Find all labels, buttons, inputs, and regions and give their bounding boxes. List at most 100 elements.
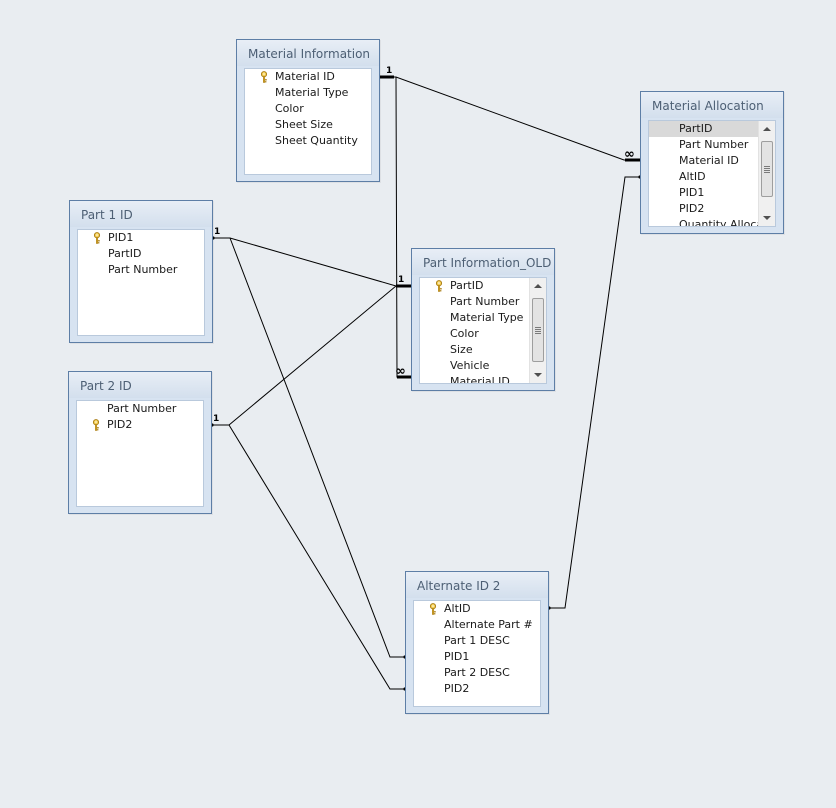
scroll-up-arrow-icon[interactable]: [759, 121, 775, 137]
field-altid[interactable]: AltID: [414, 601, 540, 617]
field-label: PartID: [108, 247, 142, 260]
field-part-2-desc[interactable]: Part 2 DESC: [414, 665, 540, 681]
field-sheet-size[interactable]: Sheet Size: [245, 117, 371, 133]
primary-key-icon: [435, 280, 445, 292]
field-altid[interactable]: AltID: [649, 169, 775, 185]
vertical-scrollbar[interactable]: [529, 278, 546, 383]
field-label: Part 1 DESC: [444, 634, 510, 647]
field-material-id[interactable]: Material ID: [420, 374, 546, 384]
field-partid[interactable]: PartID: [420, 278, 546, 294]
relationship-part1-to-alternate[interactable]: [229, 237, 405, 658]
relationship-material-to-allocation[interactable]: [380, 76, 640, 161]
field-label: Material Type: [450, 311, 524, 324]
field-pid1[interactable]: PID1: [649, 185, 775, 201]
field-part-number[interactable]: Part Number: [78, 262, 204, 278]
field-part-number[interactable]: Part Number: [420, 294, 546, 310]
field-material-type[interactable]: Material Type: [245, 85, 371, 101]
field-color[interactable]: Color: [420, 326, 546, 342]
field-vehicle[interactable]: Vehicle: [420, 358, 546, 374]
field-material-type[interactable]: Material Type: [420, 310, 546, 326]
field-partid[interactable]: PartID: [78, 246, 204, 262]
one-label: 1: [213, 414, 220, 424]
field-label: Vehicle: [450, 359, 490, 372]
field-label: Part Number: [108, 263, 178, 276]
scrollbar-thumb[interactable]: [532, 298, 544, 362]
field-pid1[interactable]: PID1: [78, 230, 204, 246]
table-title[interactable]: Material Allocation: [641, 92, 783, 118]
table-title[interactable]: Part Information_OLD: [412, 249, 554, 275]
field-material-id[interactable]: Material ID: [245, 69, 371, 85]
scrollbar-grip: [535, 331, 541, 332]
field-label: Size: [450, 343, 473, 356]
field-partid[interactable]: PartID: [649, 121, 775, 137]
field-label: Color: [275, 102, 304, 115]
scrollbar-grip: [535, 329, 541, 330]
field-label: Part Number: [679, 138, 749, 151]
relationship-part2-to-alternate[interactable]: [228, 424, 405, 690]
primary-key-icon: [260, 71, 270, 83]
vertical-scrollbar[interactable]: [758, 121, 775, 226]
field-label: PID1: [679, 186, 705, 199]
field-alternate-part[interactable]: Alternate Part #: [414, 617, 540, 633]
field-color[interactable]: Color: [245, 101, 371, 117]
scrollbar-thumb[interactable]: [761, 141, 773, 197]
field-part-number[interactable]: Part Number: [77, 401, 203, 417]
one-label: 1: [398, 275, 405, 285]
field-part-number[interactable]: Part Number: [649, 137, 775, 153]
scrollbar-grip: [764, 170, 770, 171]
table-title[interactable]: Alternate ID 2: [406, 572, 548, 598]
scroll-up-arrow-icon[interactable]: [530, 278, 546, 294]
relationship-part2-to-partinfo[interactable]: [212, 285, 397, 426]
field-label: Part Number: [107, 402, 177, 415]
many-side-marker: [397, 375, 411, 379]
field-label: PID1: [444, 650, 470, 663]
relationship-material-to-partinfo[interactable]: [395, 76, 411, 378]
scroll-down-arrow-icon[interactable]: [530, 367, 546, 383]
field-pid1[interactable]: PID1: [414, 649, 540, 665]
field-material-id[interactable]: Material ID: [649, 153, 775, 169]
field-quantity-allocat[interactable]: Quantity Allocat: [649, 217, 775, 227]
scrollbar-grip: [535, 333, 541, 334]
field-label: Sheet Size: [275, 118, 333, 131]
table-title[interactable]: Part 2 ID: [69, 372, 211, 398]
field-sheet-quantity[interactable]: Sheet Quantity: [245, 133, 371, 149]
table-alternate-id2[interactable]: Alternate ID 2 AltID Alternate Part # Part …: [405, 571, 549, 714]
field-part-1-desc[interactable]: Part 1 DESC: [414, 633, 540, 649]
field-label: Color: [450, 327, 479, 340]
one-label: 1: [386, 66, 393, 76]
table-title[interactable]: Material Information: [237, 40, 379, 66]
field-label: Material Type: [275, 86, 349, 99]
table-title[interactable]: Part 1 ID: [70, 201, 212, 227]
scroll-down-arrow-icon[interactable]: [759, 210, 775, 226]
field-label: PID2: [679, 202, 705, 215]
relationship-alternate-to-allocation[interactable]: [549, 176, 640, 609]
field-pid2[interactable]: PID2: [414, 681, 540, 697]
field-label: PartID: [450, 279, 484, 292]
one-label: 1: [214, 227, 221, 237]
scrollbar-grip: [764, 166, 770, 167]
relationship-part1-to-partinfo[interactable]: [213, 237, 411, 287]
field-label: Alternate Part #: [444, 618, 533, 631]
field-label: PID1: [108, 231, 134, 244]
field-label: AltID: [679, 170, 706, 183]
scrollbar-grip: [535, 327, 541, 328]
field-pid2[interactable]: PID2: [649, 201, 775, 217]
field-label: Material ID: [450, 375, 510, 384]
field-label: AltID: [444, 602, 471, 615]
field-size[interactable]: Size: [420, 342, 546, 358]
field-pid2[interactable]: PID2: [77, 417, 203, 433]
field-label: Quantity Allocat: [679, 218, 768, 227]
field-label: PartID: [679, 122, 713, 135]
